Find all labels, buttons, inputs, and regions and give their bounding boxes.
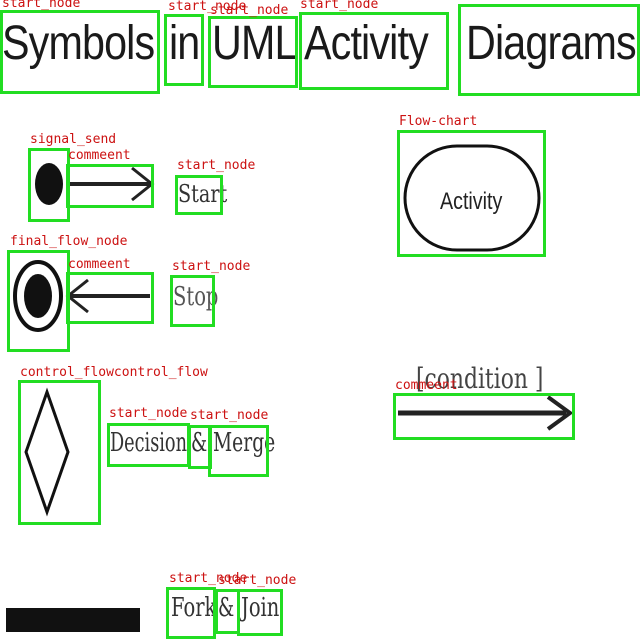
- bbox-initial-node: [28, 148, 70, 222]
- condition-arrow-head: [546, 395, 574, 431]
- tag-signal-send: signal_send: [30, 132, 117, 147]
- bbox-activity: [397, 130, 546, 257]
- tag-fork-label: start_node: [169, 571, 248, 586]
- bbox-condition-arrow: [393, 393, 575, 440]
- title-word-in: in: [169, 17, 200, 70]
- tag-decision-label: start_node: [109, 406, 188, 421]
- bbox-start-label: [175, 175, 223, 215]
- tag-amp-join: start_node: [218, 573, 297, 588]
- fork-label: Fork: [171, 593, 217, 623]
- start-label: Start: [178, 180, 228, 208]
- bbox-title-symbols: [0, 10, 160, 94]
- activity-shape: [403, 144, 541, 252]
- initial-node-dot: [35, 163, 63, 205]
- bbox-title-diagrams: [458, 4, 640, 96]
- tag-final-flow: final_flow_node: [10, 234, 128, 249]
- tag-start-label: start_node: [177, 158, 256, 173]
- condition-label: [condition ]: [416, 362, 544, 395]
- bbox-final-node: [7, 250, 70, 352]
- bbox-arrow-left: [66, 272, 154, 324]
- decision-diamond: [24, 387, 70, 517]
- tag-comment-3: commeent: [395, 378, 458, 393]
- bbox-decision: [18, 380, 101, 525]
- tag-title-activity: start_node: [300, 0, 379, 12]
- title-word-activity: Activity: [304, 17, 429, 70]
- tag-comment-2: commeent: [68, 257, 131, 272]
- activity-label: Activity: [440, 188, 503, 215]
- bbox-title-uml: [208, 16, 298, 88]
- tag-title-uml: start_node: [210, 3, 289, 18]
- final-node-dot: [24, 274, 52, 318]
- title-word-symbols: Symbols: [2, 17, 155, 70]
- bbox-title-activity: [299, 12, 449, 90]
- stop-label: Stop: [173, 282, 219, 312]
- decision-label: Decision: [110, 428, 187, 458]
- bbox-title-in: [164, 14, 204, 86]
- title-word-diagrams: Diagrams: [466, 17, 637, 70]
- final-node-ring: [13, 260, 63, 332]
- tag-flow-chart: Flow-chart: [399, 114, 478, 129]
- tag-comment-1: commeent: [68, 148, 131, 163]
- tag-stop-label: start_node: [172, 259, 251, 274]
- bbox-merge-label: [208, 425, 269, 477]
- title-word-uml: UML: [212, 17, 297, 70]
- bbox-fork-label: [166, 587, 216, 639]
- ampersand-label: &: [191, 428, 208, 458]
- bbox-decision-label: [107, 423, 190, 467]
- merge-label: Merge: [213, 428, 276, 458]
- tag-amp-merge: start_node: [190, 408, 269, 423]
- fork-join-bar: [6, 608, 140, 632]
- tag-title-in: start_node: [168, 0, 247, 14]
- tag-title-symbols: start_node: [2, 0, 81, 11]
- bbox-stop-label: [170, 275, 215, 327]
- bbox-arrow-right: [66, 164, 154, 208]
- tag-control-flow: control_flowcontrol_flow: [20, 365, 208, 380]
- join-label: Join: [241, 593, 280, 623]
- bbox-join-label: [237, 589, 283, 636]
- ampersand-label-2: &: [218, 593, 235, 623]
